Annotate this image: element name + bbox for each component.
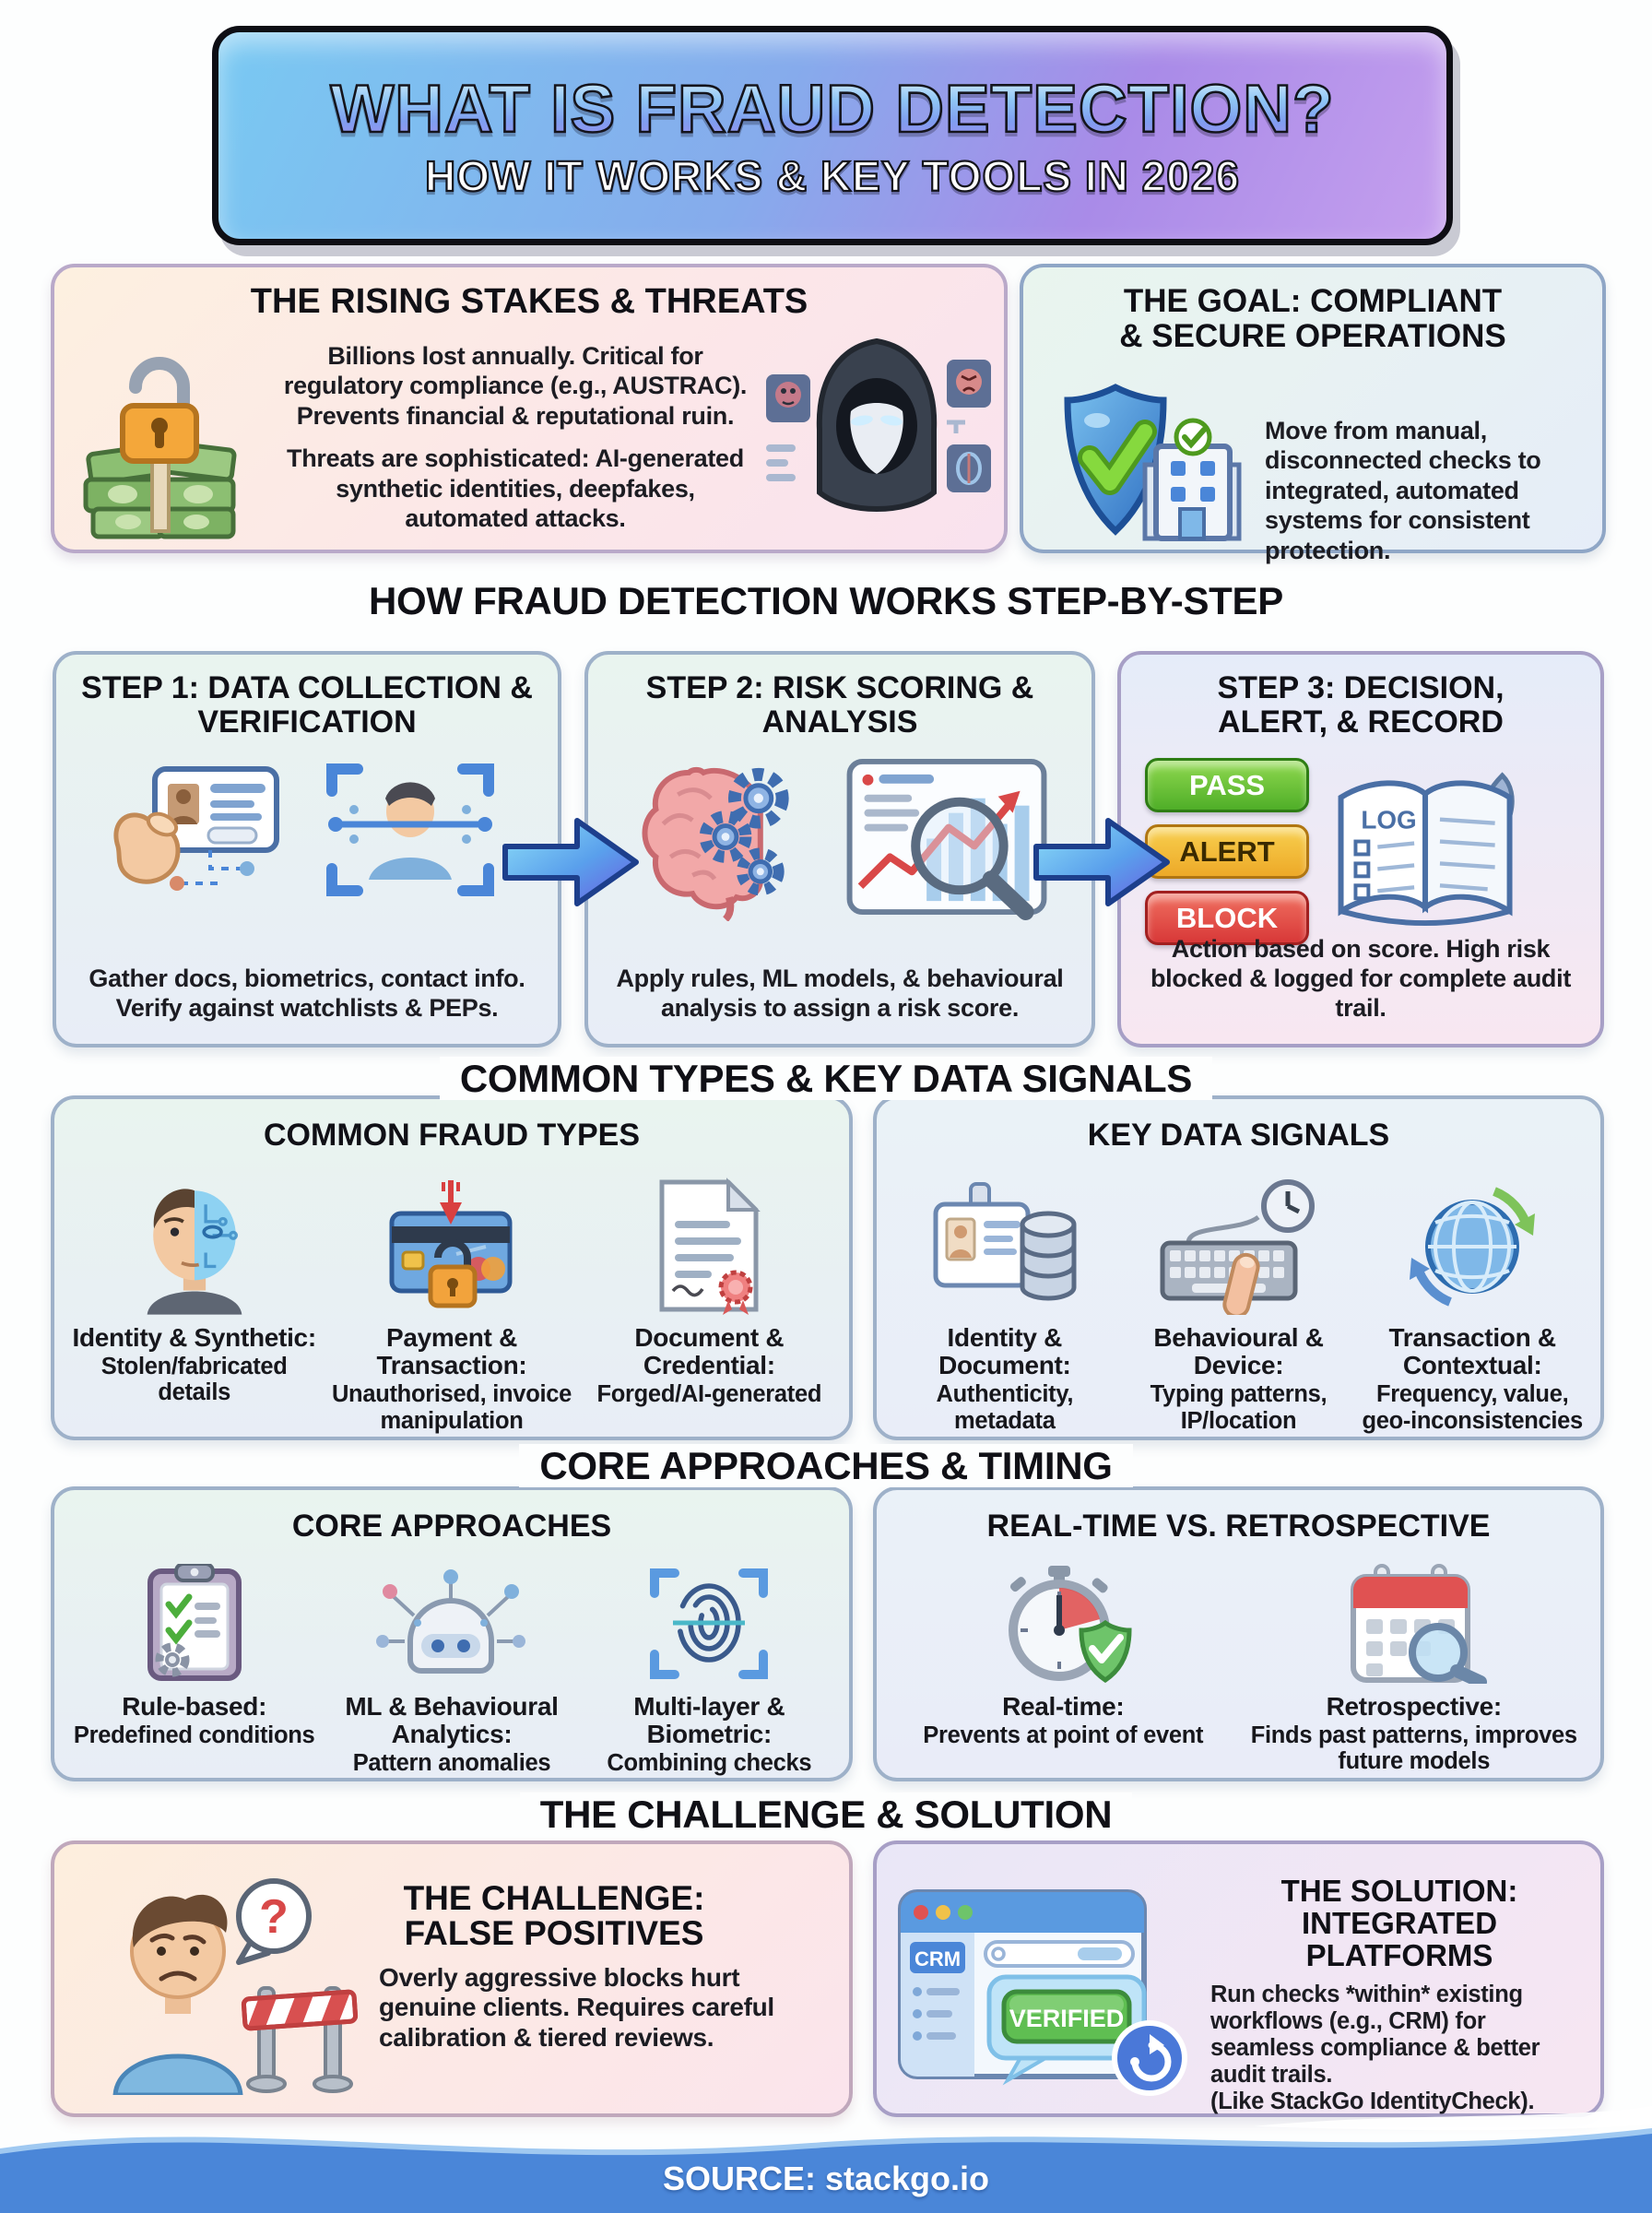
timing-title: REAL-TIME VS. RETROSPECTIVE	[986, 1509, 1491, 1544]
solution-text: THE SOLUTION: INTEGRATED PLATFORMS Run c…	[1210, 1874, 1588, 2115]
core-approaches-title: CORE APPROACHES	[291, 1509, 612, 1544]
types-section-title: COMMON TYPES & KEY DATA SIGNALS	[0, 1057, 1652, 1101]
robot-head-icon	[373, 1558, 530, 1684]
id-card-hand-icon	[107, 751, 301, 912]
approach-ml: ML & Behavioural Analytics: Pattern anom…	[323, 1558, 580, 1777]
fraud-type-payment: Payment & Transaction: Unauthorised, inv…	[323, 1175, 580, 1434]
svg-text:LOG: LOG	[1361, 805, 1416, 834]
solution-panel: CRM VERIFIED THE SO	[873, 1840, 1604, 2117]
signal-behavioural: Behavioural & Device: Typing patterns, I…	[1122, 1175, 1356, 1434]
step-3-card: STEP 3: DECISION, ALERT, & RECORD PASS A…	[1117, 651, 1604, 1047]
signal-identity: Identity & Document: Authenticity, metad…	[888, 1175, 1122, 1434]
document-seal-icon	[640, 1175, 778, 1315]
solution-paragraph-2: (Like StackGo IdentityCheck).	[1210, 2089, 1535, 2115]
alert-badge: ALERT	[1145, 824, 1309, 879]
title-banner: WHAT IS FRAUD DETECTION? HOW IT WORKS & …	[212, 26, 1453, 245]
shield-check-icon	[1049, 380, 1243, 550]
decision-badges: PASS ALERT BLOCK	[1145, 758, 1309, 945]
crm-verified-icon: CRM VERIFIED	[893, 1877, 1198, 2103]
goal-card: THE GOAL: COMPLIANT & SECURE OPERATIONS …	[1020, 264, 1606, 564]
flow-arrow-icon	[1032, 810, 1171, 919]
clipboard-check-icon	[121, 1558, 268, 1684]
approach-biometric: Multi-layer & Biometric: Combining check…	[581, 1558, 838, 1777]
step-1-desc: Gather docs, biometrics, contact info. V…	[88, 964, 525, 1023]
page-subtitle: HOW IT WORKS & KEY TOOLS IN 2026	[424, 150, 1240, 200]
fraud-types-title: COMMON FRAUD TYPES	[264, 1118, 640, 1153]
step-2-desc: Apply rules, ML models, & behavioural an…	[616, 964, 1064, 1023]
goal-title: THE GOAL: COMPLIANT & SECURE OPERATIONS	[1119, 283, 1506, 354]
rising-stakes-card: THE RISING STAKES & THREATS	[51, 264, 1008, 553]
rising-stakes-text: Billions lost annually. Critical for reg…	[274, 341, 757, 546]
block-badge: BLOCK	[1145, 891, 1309, 945]
timing-real-time: Real-time: Prevents at point of event	[888, 1558, 1239, 1774]
step-2-card: STEP 2: RISK SCORING & ANALYSIS	[584, 651, 1095, 1047]
challenge-text: THE CHALLENGE: FALSE POSITIVES Overly ag…	[379, 1879, 831, 2053]
id-database-icon	[926, 1175, 1083, 1315]
page-title: WHAT IS FRAUD DETECTION?	[329, 70, 1335, 148]
step-1-card: STEP 1: DATA COLLECTION & VERIFICATION	[53, 651, 561, 1047]
brain-gears-icon	[626, 751, 829, 926]
step-2-title: STEP 2: RISK SCORING & ANALYSIS	[645, 670, 1034, 740]
data-signals-title: KEY DATA SIGNALS	[1087, 1118, 1390, 1153]
card-fraud-icon	[383, 1175, 521, 1315]
step-3-desc: Action based on score. High risk blocked…	[1150, 935, 1572, 1023]
stopwatch-shield-icon	[980, 1558, 1146, 1684]
confused-user-barrier-icon: ?	[82, 1874, 359, 2100]
step-3-title: STEP 3: DECISION, ALERT, & RECORD	[1217, 670, 1504, 740]
calendar-magnifier-icon	[1331, 1558, 1497, 1684]
goal-paragraph: Move from manual, disconnected checks to…	[1265, 417, 1541, 564]
timing-panel: REAL-TIME VS. RETROSPECTIVE	[873, 1486, 1604, 1781]
source-credit: SOURCE: stackgo.io	[662, 2160, 990, 2197]
half-face-icon	[130, 1175, 259, 1315]
pass-badge: PASS	[1145, 758, 1309, 812]
rising-stakes-title: THE RISING STAKES & THREATS	[250, 282, 808, 321]
svg-text:?: ?	[259, 1890, 289, 1944]
money-lock-icon	[82, 347, 239, 545]
challenge-section-title: THE CHALLENGE & SOLUTION	[0, 1793, 1652, 1837]
step-1-title: STEP 1: DATA COLLECTION & VERIFICATION	[81, 670, 533, 740]
stakes-paragraph-1: Billions lost annually. Critical for reg…	[283, 342, 748, 430]
timing-retrospective: Retrospective: Finds past patterns, impr…	[1239, 1558, 1590, 1774]
keyboard-clock-icon	[1151, 1175, 1327, 1315]
chart-magnifier-icon	[842, 751, 1054, 926]
svg-text:VERIFIED: VERIFIED	[1009, 2005, 1125, 2032]
fraud-type-document: Document & Credential: Forged/AI-generat…	[581, 1175, 838, 1434]
stakes-paragraph-2: Threats are sophisticated: AI-generated …	[287, 444, 744, 532]
challenge-title: THE CHALLENGE: FALSE POSITIVES	[403, 1879, 705, 1953]
data-signals-panel: KEY DATA SIGNALS Identity & Document: Au…	[873, 1095, 1604, 1440]
challenge-panel: ?	[51, 1840, 853, 2117]
solution-title: THE SOLUTION: INTEGRATED PLATFORMS	[1280, 1874, 1518, 1972]
steps-section-title: HOW FRAUD DETECTION WORKS STEP-BY-STEP	[0, 579, 1652, 623]
hacker-icon	[762, 334, 993, 541]
approaches-section-title: CORE APPROACHES & TIMING	[0, 1444, 1652, 1488]
svg-text:CRM: CRM	[914, 1947, 961, 1970]
flow-arrow-icon	[502, 810, 640, 919]
globe-transfer-icon	[1398, 1175, 1546, 1315]
solution-paragraph: Run checks *within* existing workflows (…	[1210, 1981, 1540, 2089]
fraud-types-panel: COMMON FRAUD TYPES	[51, 1095, 853, 1440]
approach-rule-based: Rule-based: Predefined conditions	[65, 1558, 323, 1777]
core-approaches-panel: CORE APPROACHES Rule-based: Predefined c…	[51, 1486, 853, 1781]
signal-transaction: Transaction & Contextual: Frequency, val…	[1355, 1175, 1589, 1434]
footer-wave	[0, 2093, 1652, 2213]
challenge-paragraph: Overly aggressive blocks hurt genuine cl…	[379, 1962, 774, 2052]
log-book-icon: LOG	[1326, 764, 1538, 940]
fingerprint-scan-icon	[640, 1558, 778, 1684]
face-scan-icon	[313, 751, 507, 912]
fraud-type-identity: Identity & Synthetic: Stolen/fabricated …	[65, 1175, 323, 1434]
